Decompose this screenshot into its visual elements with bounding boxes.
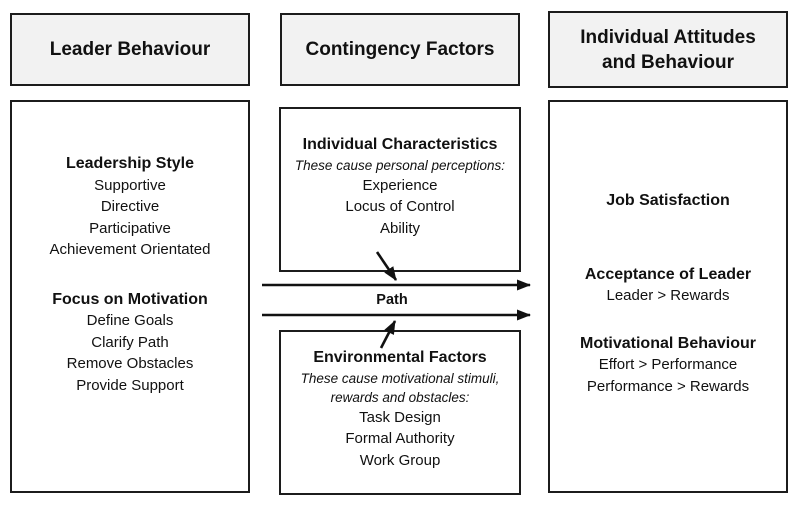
header-leader-behaviour-label: Leader Behaviour: [49, 39, 211, 60]
header-contingency-factors: Contingency Factors: [280, 13, 520, 86]
header-leader-behaviour: Leader Behaviour: [10, 13, 250, 86]
list-item: Remove Obstacles: [66, 355, 194, 372]
environmental-factors-title: Environmental Factors: [313, 349, 487, 366]
list-item: Task Design: [359, 408, 441, 426]
job-satisfaction-title: Job Satisfaction: [606, 192, 730, 209]
list-item: Provide Support: [76, 376, 184, 394]
focus-on-motivation-title: Focus on Motivation: [52, 290, 208, 308]
list-item: Leader > Rewards: [606, 287, 730, 304]
list-item: Participative: [89, 219, 171, 237]
header-individual-attitudes: Individual Attitudes and Behaviour: [548, 11, 788, 88]
header-contingency-factors-label: Contingency Factors: [305, 39, 495, 60]
individual-characteristics-title: Individual Characteristics: [302, 136, 498, 153]
environmental-factors-subtitle: These cause motivational stimuli, reward…: [300, 370, 500, 405]
box-individual-attitudes: Job Satisfaction Acceptance of Leader Le…: [548, 100, 788, 493]
acceptance-of-leader-title: Acceptance of Leader: [584, 265, 752, 283]
list-item: Experience: [362, 176, 438, 194]
list-item: Effort > Performance: [598, 356, 738, 373]
list-item: Define Goals: [86, 312, 174, 329]
list-item: Clarify Path: [91, 333, 169, 351]
list-item: Locus of Control: [345, 198, 455, 215]
individual-characteristics-subtitle: These cause personal perceptions:: [294, 157, 506, 173]
motivational-behaviour-title: Motivational Behaviour: [579, 334, 757, 352]
list-item: Work Group: [359, 451, 441, 469]
leadership-style-title: Leadership Style: [65, 155, 195, 172]
box-leader-behaviour: Leadership Style Supportive Directive Pa…: [10, 100, 250, 493]
box-environmental-factors: Environmental Factors These cause motiva…: [279, 330, 521, 495]
path-label: Path: [373, 292, 411, 308]
list-item: Ability: [379, 219, 420, 237]
list-item: Formal Authority: [345, 430, 455, 447]
box-individual-characteristics: Individual Characteristics These cause p…: [279, 107, 521, 272]
list-item: Directive: [100, 198, 160, 215]
list-item: Supportive: [94, 176, 166, 194]
header-individual-attitudes-label: Individual Attitudes and Behaviour: [580, 26, 756, 73]
list-item: Performance > Rewards: [586, 377, 750, 395]
list-item: Achievement Orientated: [49, 241, 211, 258]
